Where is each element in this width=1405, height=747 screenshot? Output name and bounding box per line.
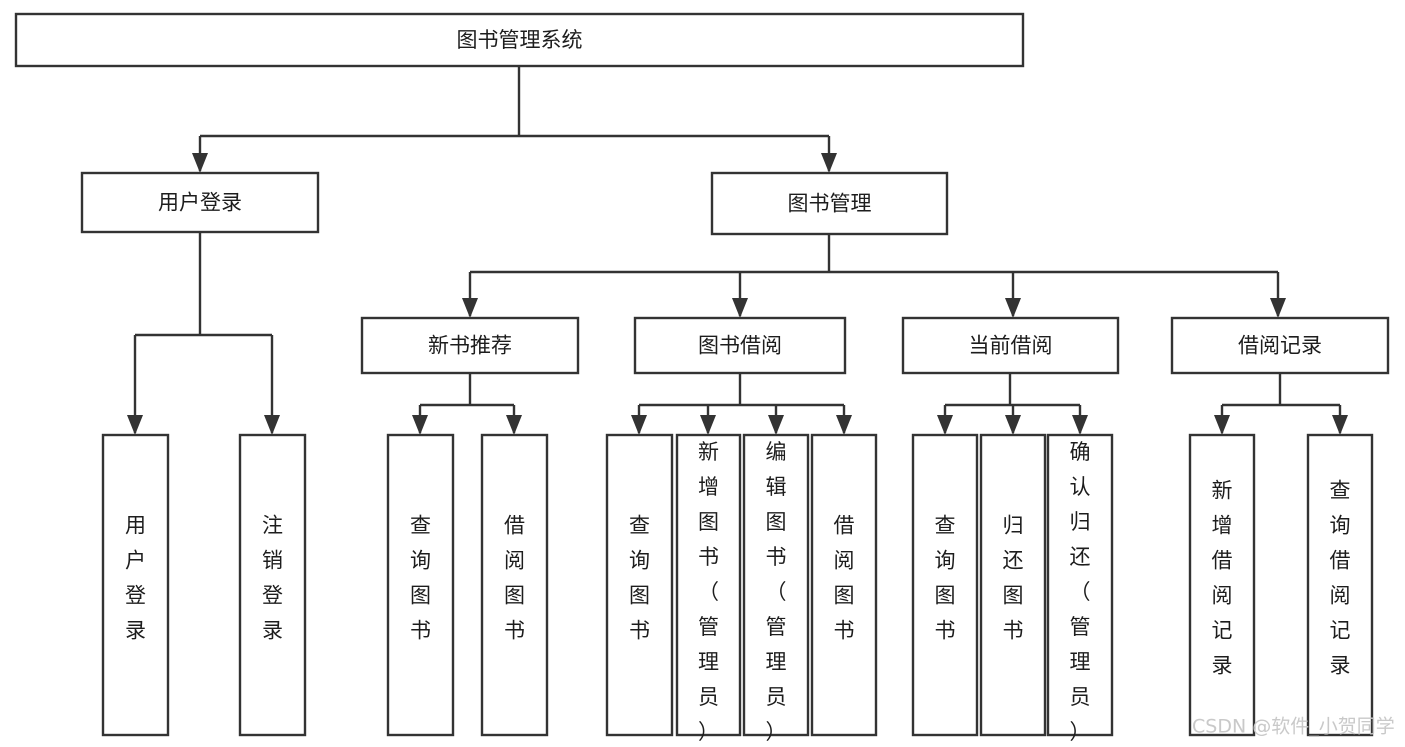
node-current-borrow[interactable]: 当前借阅 [901,316,1120,375]
connector-new-book-recommend-to-leaves [412,373,522,435]
node-user-login[interactable]: 用户登录 [80,171,320,234]
node-label: 用户登录 [158,191,242,215]
node-label: 查询图书 [935,514,956,643]
node-box[interactable] [238,433,307,737]
node-box[interactable] [979,433,1047,737]
connector-book-manage-to-level3 [462,234,1286,318]
connector-book-borrow-to-leaves [631,373,852,435]
node-box[interactable] [480,433,549,737]
node-label: 查询借阅记录 [1330,479,1351,678]
node-leaf-add-book[interactable]: 新增图书（管理员） [675,433,742,744]
arrow-head-icon [1005,298,1021,318]
node-leaf-borrow-book-2[interactable]: 借阅图书 [810,433,878,737]
node-label: 借阅图书 [834,514,855,643]
node-leaf-return-book[interactable]: 归还图书 [979,433,1047,737]
node-box[interactable] [1188,433,1256,737]
connector-borrow-record-to-leaves [1214,373,1348,435]
node-label: 借阅图书 [504,514,525,643]
node-box[interactable] [605,433,674,737]
connector-user-login-to-leaves [127,232,280,435]
arrow-head-icon [412,415,428,435]
node-box[interactable] [1170,316,1390,375]
node-box[interactable] [810,433,878,737]
arrow-head-icon [700,415,716,435]
node-borrow-record[interactable]: 借阅记录 [1170,316,1390,375]
node-leaf-query-record[interactable]: 查询借阅记录 [1306,433,1374,737]
node-box[interactable] [675,433,742,737]
arrow-head-icon [1072,415,1088,435]
arrow-head-icon [1005,415,1021,435]
node-label: 图书管理系统 [457,28,583,52]
node-label: 借阅记录 [1238,334,1322,358]
connector-lines-group [127,66,1348,435]
node-box[interactable] [1046,433,1114,737]
node-book-manage[interactable]: 图书管理 [710,171,949,236]
node-label: 查询图书 [629,514,650,643]
node-root[interactable]: 图书管理系统 [14,12,1025,68]
arrow-head-icon [836,415,852,435]
arrow-head-icon [192,153,208,173]
arrow-head-icon [768,415,784,435]
node-label: 新增图书（管理员） [698,440,719,744]
node-leaf-edit-book[interactable]: 编辑图书（管理员） [742,433,810,744]
node-box[interactable] [901,316,1120,375]
node-boxes-group: 图书管理系统用户登录图书管理新书推荐图书借阅当前借阅借阅记录用户登录注销登录查询… [14,12,1390,744]
node-leaf-query-book-3[interactable]: 查询图书 [911,433,979,737]
connector-current-borrow-to-leaves [937,373,1088,435]
node-label: 确认归还（管理员） [1070,440,1091,744]
node-label: 用户登录 [125,514,146,643]
arrow-head-icon [462,298,478,318]
arrow-head-icon [1214,415,1230,435]
node-box[interactable] [14,12,1025,68]
node-leaf-borrow-book-1[interactable]: 借阅图书 [480,433,549,737]
csdn-watermark: CSDN @软件_小贺同学 [1192,716,1395,738]
node-box[interactable] [80,171,320,234]
node-box[interactable] [742,433,810,737]
node-box[interactable] [360,316,580,375]
node-leaf-query-book-2[interactable]: 查询图书 [605,433,674,737]
node-leaf-add-record[interactable]: 新增借阅记录 [1188,433,1256,737]
arrow-head-icon [631,415,647,435]
node-book-borrow[interactable]: 图书借阅 [633,316,847,375]
node-label: 新书推荐 [428,334,512,358]
node-label: 图书管理 [788,192,872,216]
node-label: 归还图书 [1003,514,1024,643]
node-label: 图书借阅 [698,334,782,358]
connector-root-to-level2 [192,66,837,173]
arrow-head-icon [1332,415,1348,435]
node-label: 新增借阅记录 [1212,479,1233,678]
arrow-head-icon [937,415,953,435]
node-leaf-user-login[interactable]: 用户登录 [101,433,170,737]
node-label: 注销登录 [262,514,283,643]
node-leaf-user-logout[interactable]: 注销登录 [238,433,307,737]
node-leaf-confirm-return[interactable]: 确认归还（管理员） [1046,433,1114,744]
node-box[interactable] [710,171,949,236]
node-box[interactable] [633,316,847,375]
node-box[interactable] [386,433,455,737]
arrow-head-icon [732,298,748,318]
arrow-head-icon [127,415,143,435]
node-label: 编辑图书（管理员） [766,440,787,744]
node-box[interactable] [911,433,979,737]
node-box[interactable] [1306,433,1374,737]
arrow-head-icon [264,415,280,435]
node-box[interactable] [101,433,170,737]
arrow-head-icon [821,153,837,173]
arrow-head-icon [1270,298,1286,318]
node-new-book-recommend[interactable]: 新书推荐 [360,316,580,375]
node-label: 当前借阅 [969,334,1053,358]
node-leaf-query-book-1[interactable]: 查询图书 [386,433,455,737]
node-label: 查询图书 [410,514,431,643]
arrow-head-icon [506,415,522,435]
